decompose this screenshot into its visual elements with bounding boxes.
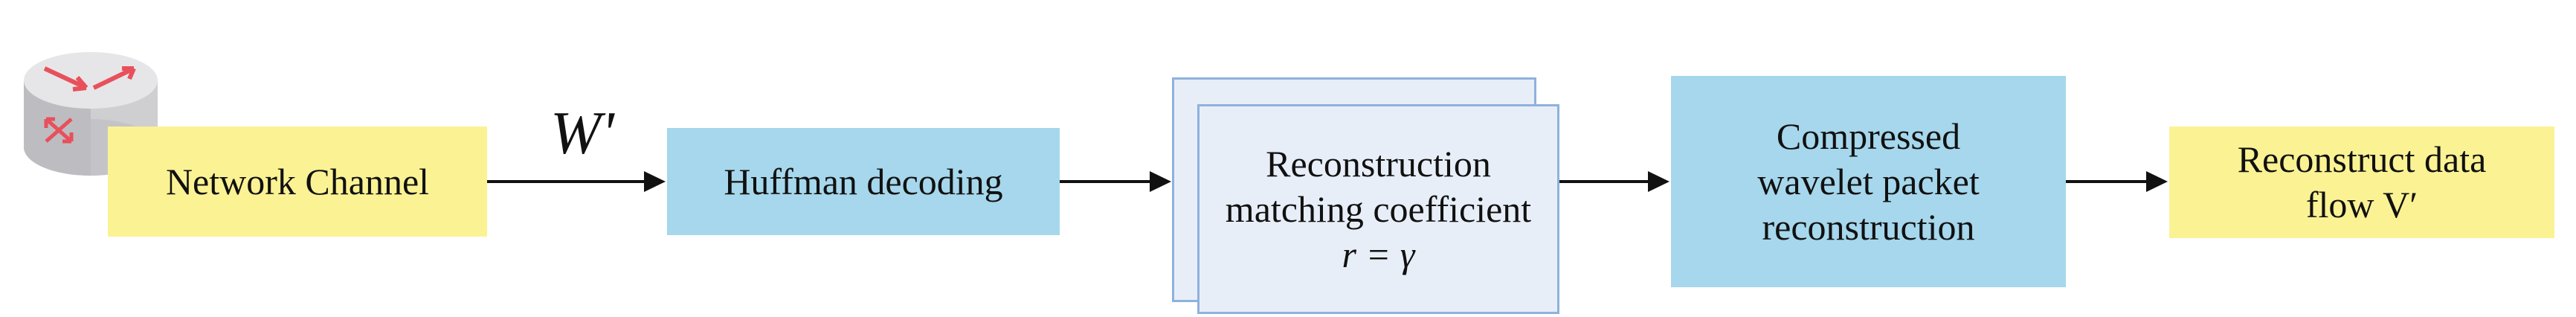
node-network-channel: Network Channel xyxy=(108,127,487,237)
node-reconstruct-line1: Reconstruct data xyxy=(2237,138,2487,180)
arrow-huffman-to-reconstruction xyxy=(1060,171,1171,192)
node-compressed-wavelet: Compressed wavelet packet reconstruction xyxy=(1671,76,2066,287)
arrow-reconstruction-to-compressed xyxy=(1559,171,1669,192)
node-compressed-line3: reconstruction xyxy=(1762,205,1975,248)
node-reconstruction-line2: matching coefficient xyxy=(1225,188,1532,230)
node-reconstruct-data-flow: Reconstruct data flow V′ xyxy=(2169,127,2554,238)
node-huffman-label: Huffman decoding xyxy=(724,160,1003,202)
arrow-channel-to-huffman xyxy=(487,171,666,192)
node-reconstruction-matching: Reconstruction matching coefficient r = … xyxy=(1197,104,1559,314)
node-network-channel-label: Network Channel xyxy=(165,160,430,202)
node-reconstruction-line3: r = γ xyxy=(1342,233,1415,275)
node-reconstruction-line1: Reconstruction xyxy=(1266,142,1491,185)
node-compressed-line2: wavelet packet xyxy=(1757,160,1980,202)
arrow-compressed-to-reconstruct xyxy=(2066,171,2168,192)
edge-label-w: W' xyxy=(550,99,614,167)
node-reconstruct-line2: flow V′ xyxy=(2305,184,2418,225)
node-huffman-decoding: Huffman decoding xyxy=(667,128,1060,235)
node-compressed-line1: Compressed xyxy=(1776,115,1961,157)
